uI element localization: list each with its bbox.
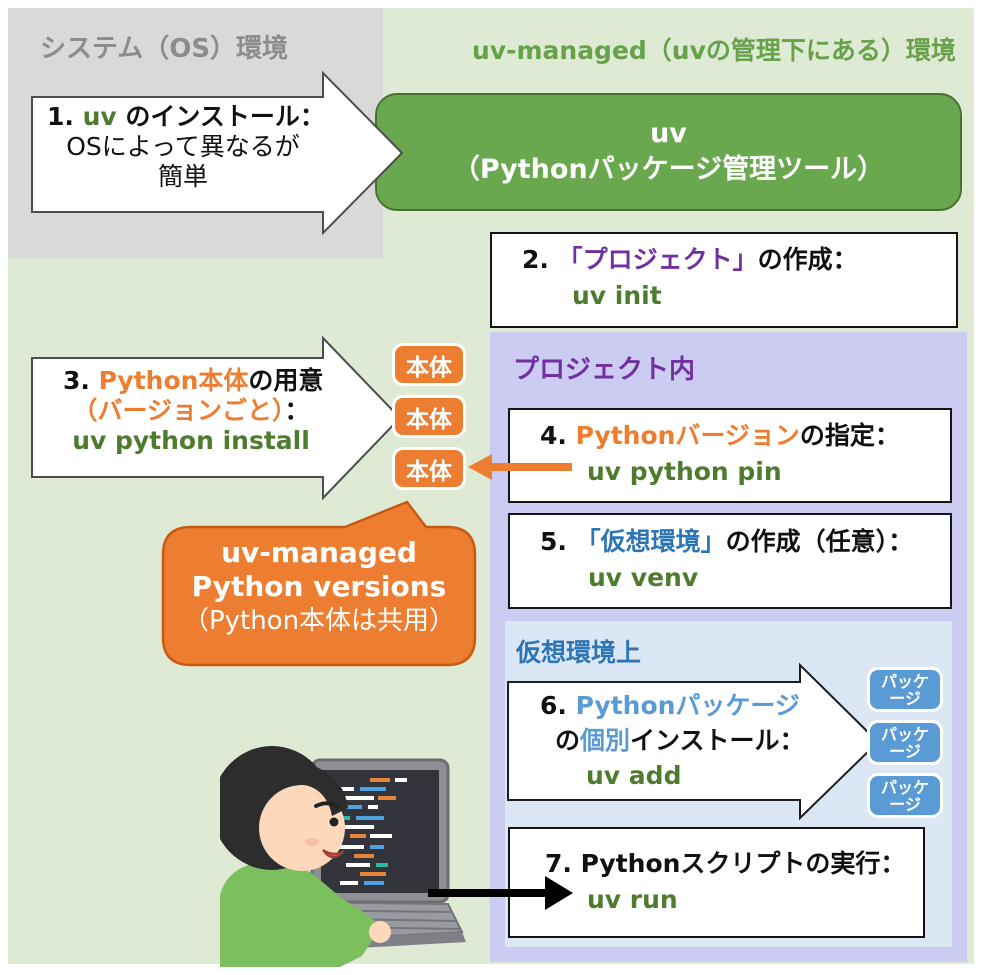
step4-box (508, 408, 952, 503)
package-chip-1-line2: ージ (889, 688, 921, 708)
package-chip-2-line1: パッケ (880, 724, 929, 744)
system-env-header: システム（OS）環境 (40, 34, 289, 64)
runtime-chip-2: 本体 (392, 395, 466, 438)
venv-label: 仮想環境上 (516, 638, 642, 667)
person-hand (369, 921, 391, 943)
step4-rest: の指定： (799, 421, 900, 450)
project-label: プロジェクト内 (513, 355, 696, 385)
code-lines (330, 778, 407, 885)
person-body (220, 862, 375, 967)
step3-keyword: Python本体 (98, 366, 249, 395)
step3-sub-keyword: （バージョンごと） (72, 396, 285, 425)
package-chip-2-line2: ージ (889, 741, 921, 761)
uv-env-header: uv-managed（uvの管理下にある）環境 (472, 36, 956, 65)
step4-text: 4. Pythonバージョンの指定： uv python pin (540, 418, 900, 490)
step5-rest: の作成（任意）： (725, 527, 914, 556)
run-arrow (428, 876, 573, 910)
person-eyebrow (314, 801, 340, 809)
step2-text: 2. 「プロジェクト」の作成： uv init (522, 242, 858, 314)
step1-desc2: 簡単 (157, 162, 208, 191)
step3-sub-rest: ： (284, 396, 310, 425)
person-arm (300, 886, 378, 942)
runtime-chip-2-label: 本体 (406, 406, 452, 433)
person-eye (329, 817, 339, 827)
package-chip-3: パッケ ージ (867, 773, 943, 818)
package-chip-1-line1: パッケ (880, 671, 929, 691)
uv-managed-bubble-text: uv-managed Python versions （Python本体は共用） (163, 536, 475, 638)
runtime-chip-3: 本体 (392, 447, 466, 490)
step7-text: 7. Pythonスクリプトの実行： uv run (545, 846, 905, 918)
runtime-chip-3-label: 本体 (406, 458, 452, 485)
person-blush (305, 838, 319, 846)
step7-box (508, 827, 925, 938)
uv-tool-box: uv （Pythonパッケージ管理ツール） (375, 93, 962, 211)
step3-text: 3. Python本体の用意 （バージョンごと）： uv python inst… (45, 366, 337, 456)
step6-command: uv add (586, 761, 682, 790)
person (220, 746, 391, 967)
step5-number: 5. (540, 527, 576, 556)
step5-keyword: 「仮想環境」 (575, 527, 726, 556)
step6-line2-keyword: 個別 (580, 726, 631, 755)
person-hair-fringe (242, 757, 348, 816)
uv-managed-bubble-shape (161, 500, 477, 667)
step1-number: 1. (47, 102, 83, 131)
step1-arrow-shape (31, 70, 404, 236)
step6-line2-rest: インストール： (630, 726, 805, 755)
uv-tool-subtitle: （Pythonパッケージ管理ツール） (452, 154, 885, 185)
step6-number: 6. (540, 691, 576, 720)
step7-command: uv run (587, 885, 678, 914)
step5-box (508, 513, 952, 609)
bubble-line3: （Python本体は共用） (182, 606, 456, 636)
package-chip-3-line1: パッケ (880, 777, 929, 797)
step5-text: 5. 「仮想環境」の作成（任意）： uv venv (540, 524, 913, 596)
step1-rest: のインストール： (116, 102, 325, 131)
step4-command: uv python pin (587, 457, 782, 486)
step2-rest: の作成： (757, 245, 858, 274)
package-chip-3-line2: ージ (889, 794, 921, 814)
runtime-chip-1: 本体 (392, 343, 466, 386)
bubble-line1: uv-managed (221, 536, 417, 569)
step4-number: 4. (540, 421, 576, 450)
step6-keyword: Pythonパッケージ (575, 691, 800, 720)
step2-number: 2. (522, 245, 558, 274)
step2-command: uv init (572, 281, 662, 310)
runtime-chip-1-label: 本体 (406, 354, 452, 381)
person-mouth (322, 849, 345, 859)
step3-arrow-shape (31, 336, 402, 501)
step1-text: 1. uv のインストール： OSによって異なるが 簡単 (37, 102, 329, 192)
step6-arrow-shape (507, 662, 880, 821)
step2-box (490, 232, 958, 328)
step4-keyword: Pythonバージョン (575, 421, 800, 450)
step5-command: uv venv (588, 563, 699, 592)
step3-rest: の用意 (248, 366, 324, 395)
step1-keyword: uv (82, 102, 117, 131)
step3-command: uv python install (72, 426, 310, 455)
step2-keyword: 「プロジェクト」 (557, 245, 758, 274)
step1-desc1: OSによって異なるが (66, 132, 300, 161)
step6-text: 6. Pythonパッケージ の個別インストール： uv add (540, 688, 805, 793)
step3-number: 3. (63, 366, 99, 395)
package-chip-1: パッケ ージ (867, 667, 943, 712)
step6-line2-pre: の (555, 726, 581, 755)
step7-title: Pythonスクリプトの実行： (580, 849, 906, 878)
step7-number: 7. (545, 849, 581, 878)
package-chip-2: パッケ ージ (867, 720, 943, 765)
bubble-line2: Python versions (191, 570, 447, 603)
pin-arrow (468, 454, 572, 480)
programmer-illustration (220, 746, 466, 967)
uv-tool-name: uv (650, 118, 687, 149)
